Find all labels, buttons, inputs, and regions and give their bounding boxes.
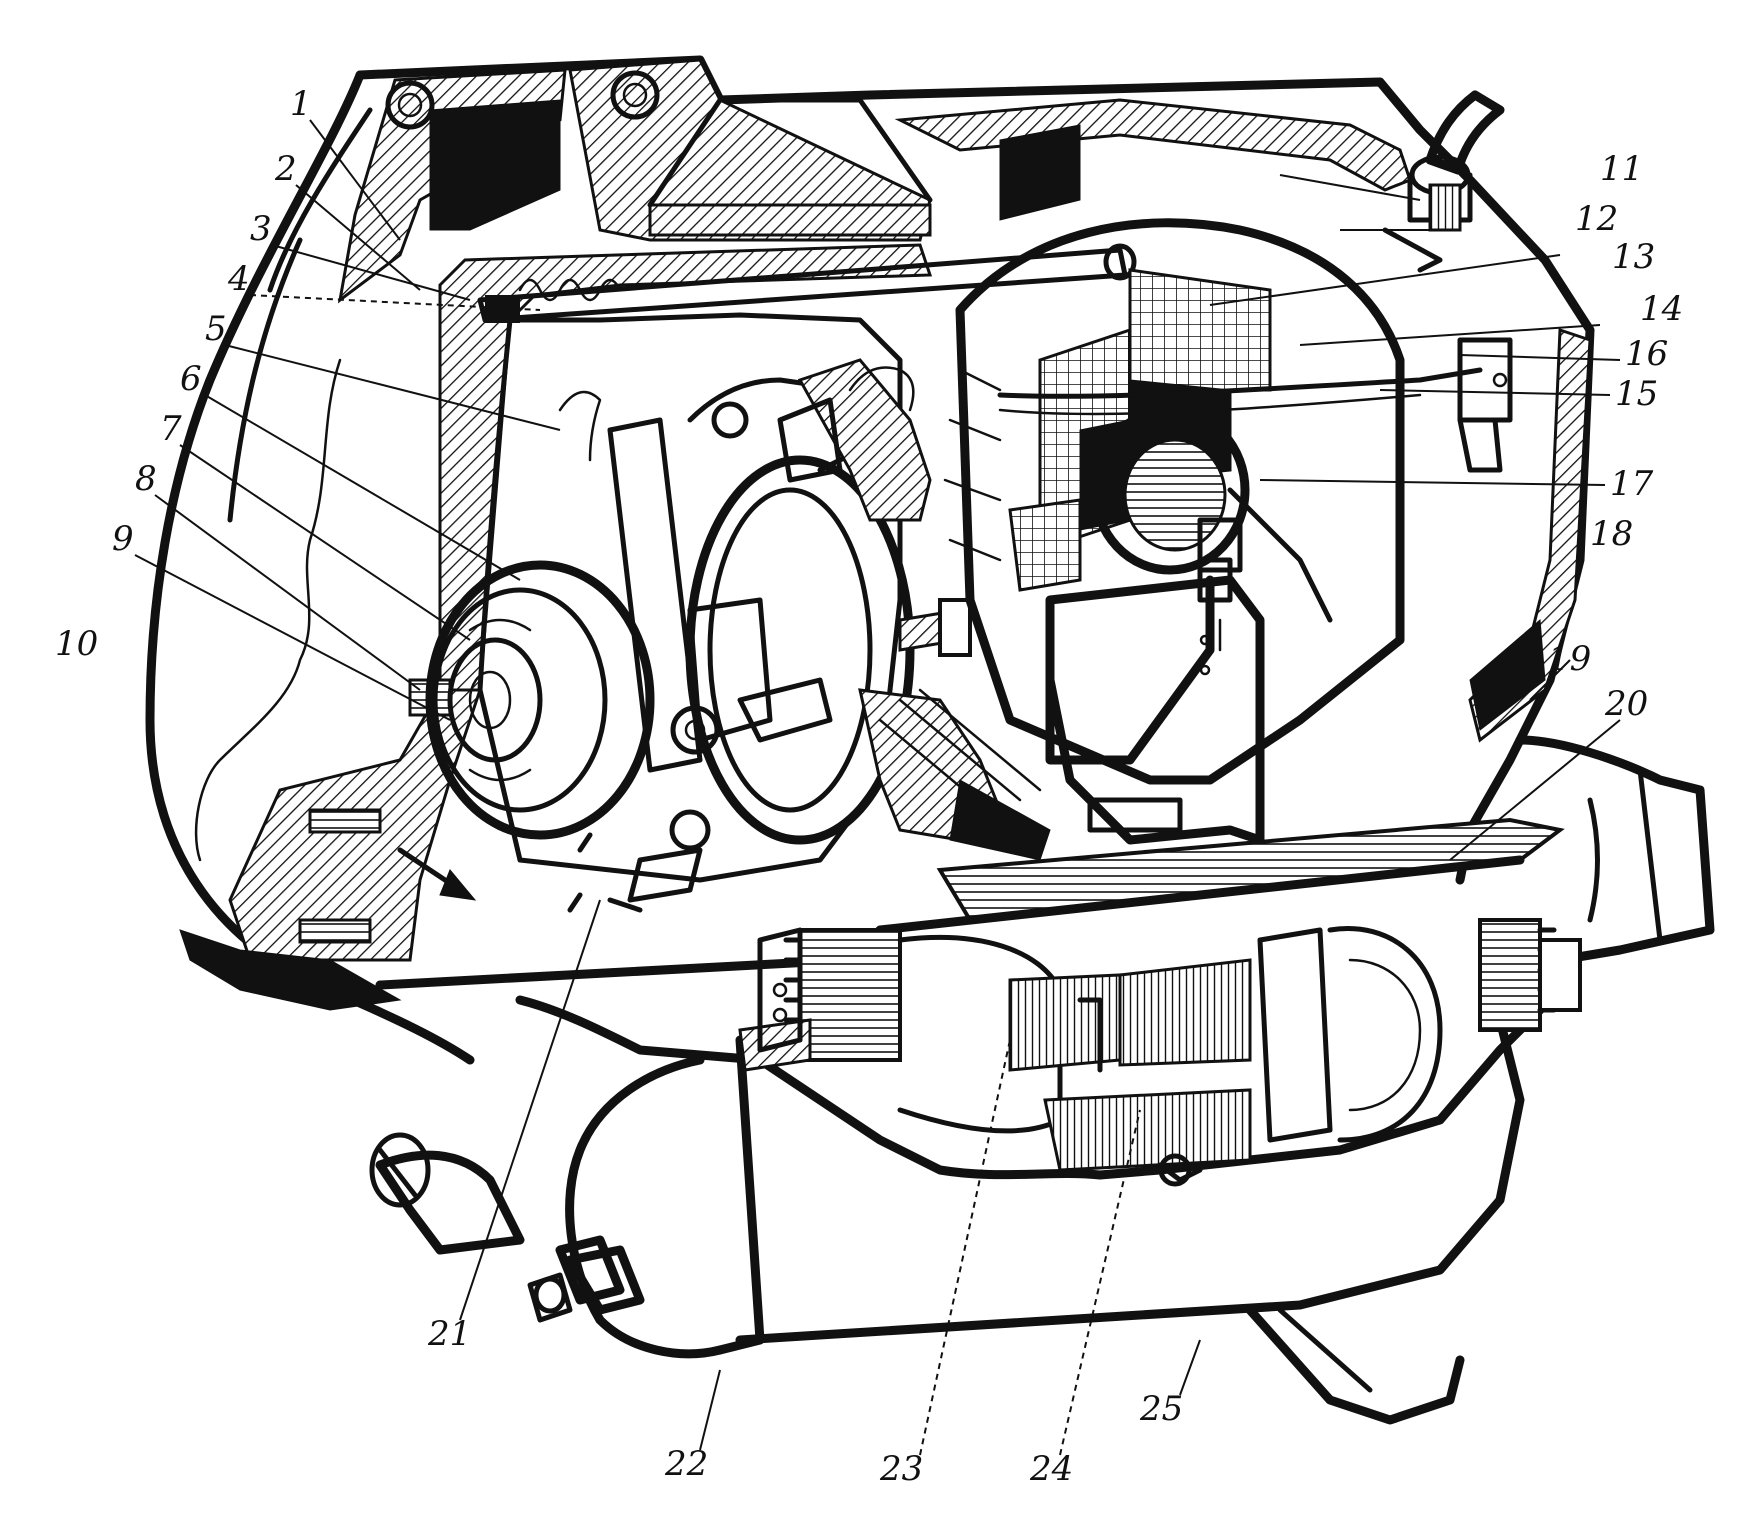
callout-23: 23 bbox=[879, 1449, 923, 1489]
callout-10: 10 bbox=[55, 624, 98, 664]
pinion-gear-right bbox=[1478, 918, 1582, 1032]
callout-17: 17 bbox=[1610, 464, 1654, 504]
callout-25: 25 bbox=[1139, 1389, 1183, 1429]
callout-4: 4 bbox=[227, 259, 250, 299]
terminal-nut bbox=[527, 1235, 645, 1323]
relay-housing bbox=[145, 55, 1595, 1065]
starter-motor-body bbox=[515, 918, 1582, 1359]
inner-cover-section bbox=[179, 243, 933, 1011]
callout-22: 22 bbox=[664, 1444, 708, 1484]
callout-5: 5 bbox=[205, 309, 227, 349]
callout-2: 2 bbox=[274, 149, 297, 189]
callout-6: 6 bbox=[180, 359, 202, 399]
callout-7: 7 bbox=[160, 409, 182, 449]
callout-20: 20 bbox=[1604, 684, 1648, 724]
callout-13: 13 bbox=[1612, 237, 1655, 277]
callout-15: 15 bbox=[1615, 374, 1658, 414]
leader-lines bbox=[134, 119, 1621, 1456]
callout-11: 11 bbox=[1600, 149, 1643, 189]
callout-3: 3 bbox=[250, 209, 272, 249]
inner-mechanism-left bbox=[397, 312, 972, 913]
callout-9: 9 bbox=[112, 519, 134, 559]
callout-12: 12 bbox=[1575, 199, 1618, 239]
callout-14: 14 bbox=[1640, 289, 1683, 329]
callout-labels: 1 2 3 4 5 6 7 8 9 10 11 12 13 14 16 15 1… bbox=[55, 84, 1683, 1489]
callout-19: 19 bbox=[1548, 639, 1591, 679]
middle-partition bbox=[858, 368, 1051, 861]
pinion-gear-left bbox=[738, 927, 902, 1072]
solenoid-coil bbox=[955, 218, 1405, 845]
callout-18: 18 bbox=[1590, 514, 1633, 554]
callout-16: 16 bbox=[1625, 334, 1668, 374]
callout-21: 21 bbox=[427, 1314, 471, 1354]
callout-8: 8 bbox=[135, 459, 157, 499]
callout-24: 24 bbox=[1029, 1449, 1073, 1489]
callout-1: 1 bbox=[290, 84, 312, 124]
